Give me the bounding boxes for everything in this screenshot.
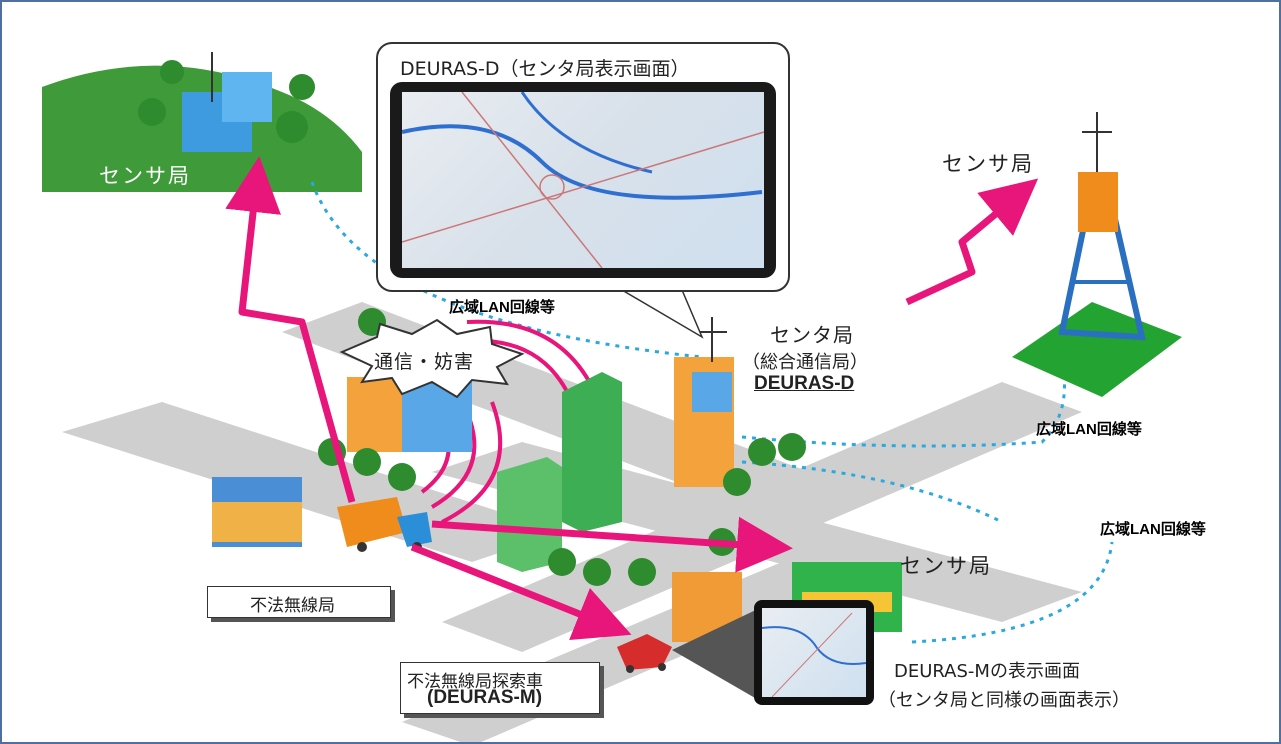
center-station-system: DEURAS-D — [754, 373, 855, 394]
hill-sensor-station — [42, 52, 362, 192]
callout-pointer — [619, 289, 704, 339]
lan-lines — [310, 181, 1114, 644]
city-buildings — [212, 372, 902, 642]
sensor-label-building: センサ局 — [900, 554, 992, 578]
search-car-label-box: 不法無線局探索車 (DEURAS-M) — [400, 662, 600, 714]
illegal-station-truck — [337, 497, 432, 552]
deuras-m-map — [762, 608, 866, 697]
lan-label-top: 広域LAN回線等 — [449, 299, 555, 316]
map-roads — [402, 92, 764, 268]
search-car — [617, 634, 672, 673]
interference-label: 通信・妨害 — [374, 351, 475, 373]
deuras-m-screen — [754, 600, 874, 705]
interference-burst — [339, 318, 525, 399]
signal-arrows — [225, 156, 1039, 640]
deuras-d-screen-callout: DEURAS-D（センタ局表示画面） — [376, 42, 790, 292]
search-car-label: 不法無線局探索車 — [407, 672, 543, 692]
deuras-m-map-roads — [762, 612, 866, 697]
center-station-name: センタ局 — [770, 323, 854, 347]
illegal-station-label-box: 不法無線局 — [207, 586, 391, 618]
search-car-system: (DEURAS-M) — [427, 687, 543, 708]
deuras-d-screen-title: DEURAS-D（センタ局表示画面） — [400, 58, 690, 80]
lan-label-lower-right: 広域LAN回線等 — [1100, 521, 1206, 538]
sensor-tower-right — [1012, 112, 1182, 397]
map-display — [402, 92, 764, 268]
illegal-station-label: 不法無線局 — [250, 596, 335, 616]
center-station-sub: （総合通信局） — [742, 352, 868, 373]
deuras-d-map-screen — [390, 82, 776, 278]
sensor-label-hill: センサ局 — [99, 164, 191, 188]
mobile-screen-title: DEURAS-Mの表示画面 — [894, 661, 1080, 682]
center-station-building — [674, 317, 734, 487]
lan-label-right: 広域LAN回線等 — [1036, 421, 1142, 438]
sensor-label-tower: センサ局 — [942, 152, 1034, 176]
mobile-screen-sub: （センタ局と同様の画面表示） — [878, 690, 1130, 711]
mobile-screen-pointer — [672, 607, 762, 702]
